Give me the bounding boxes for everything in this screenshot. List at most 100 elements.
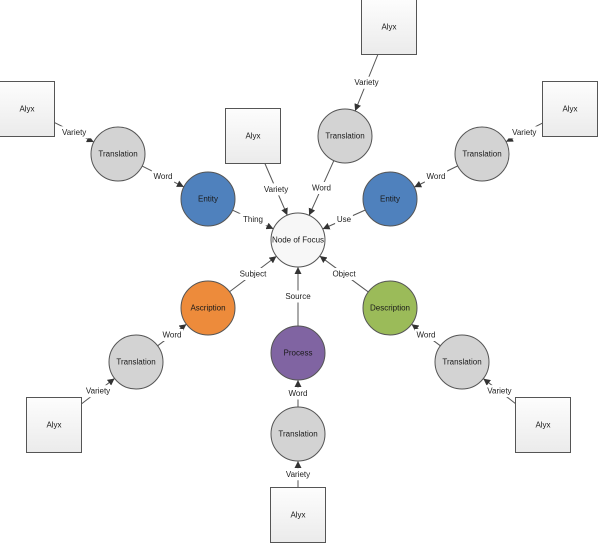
node-label: Alyx: [245, 132, 260, 141]
edge-trans4-entity4: Word: [414, 165, 458, 188]
edge-label: Object: [332, 270, 356, 279]
node-label: Translation: [98, 150, 137, 159]
node-label: Translation: [116, 358, 155, 367]
edges-layer: VarietyWordThingVarietyVarietyWordVariet…: [54, 54, 543, 488]
edge-label-background: [335, 213, 353, 226]
edge-trans6-process: Word: [286, 380, 310, 407]
node-label: Translation: [278, 430, 317, 439]
edge-trans7-description: Word: [411, 323, 441, 347]
node-label: Translation: [442, 358, 481, 367]
node-label: Node of Focus: [272, 236, 324, 245]
edge-label: Word: [289, 389, 308, 398]
edge-label-background: [56, 126, 93, 139]
edge-label: Variety: [354, 78, 378, 87]
edge-label-background: [160, 329, 184, 341]
edge-label: Thing: [243, 215, 263, 224]
edge-entity4-focus: Use: [322, 209, 366, 230]
edge-label: Word: [312, 184, 331, 193]
edge-alyx6-trans6: Variety: [279, 461, 317, 488]
node-label: Process: [284, 349, 313, 358]
node-label: Alyx: [381, 23, 396, 32]
box-shape: [515, 397, 571, 453]
node-of-focus: Node of Focus: [270, 212, 326, 268]
edge-alyx1-trans1: Variety: [54, 122, 95, 143]
circle-shape: [454, 126, 510, 182]
edge-label: Use: [337, 215, 352, 224]
edge-label-background: [481, 385, 518, 398]
circle-shape: [180, 280, 236, 336]
edge-label-background: [424, 170, 448, 183]
edge-alyx4-trans4: Variety: [505, 122, 543, 143]
circle-shape: [362, 280, 418, 336]
edge-entity1-focus: Thing: [232, 209, 274, 230]
node-alyx7: Alyx: [515, 397, 571, 453]
edge-label-background: [151, 170, 175, 183]
box-shape: [270, 487, 326, 543]
node-trans4: Translation: [454, 126, 510, 182]
edge-trans1-entity1: Word: [141, 165, 185, 188]
edge-label-background: [414, 329, 438, 341]
node-label: Ascription: [190, 304, 225, 313]
edge-label: Word: [417, 331, 436, 340]
node-trans3: Translation: [317, 108, 373, 164]
node-trans7: Translation: [434, 334, 490, 390]
node-label: Translation: [325, 132, 364, 141]
edge-label: Variety: [286, 470, 310, 479]
edge-label-background: [279, 468, 317, 481]
edge-label: Variety: [487, 387, 511, 396]
edge-alyx5-trans5: Variety: [79, 378, 117, 405]
node-alyx3: Alyx: [361, 0, 417, 55]
circle-shape: [90, 126, 146, 182]
node-ascription: Ascription: [180, 280, 236, 336]
edge-label-background: [310, 182, 333, 194]
node-alyx2: Alyx: [225, 108, 281, 164]
edge-label-background: [239, 213, 267, 226]
box-shape: [542, 81, 598, 137]
circle-shape: [270, 406, 326, 462]
edge-label: Source: [285, 292, 311, 301]
edge-label: Variety: [62, 128, 86, 137]
box-shape: [26, 397, 82, 453]
node-alyx4: Alyx: [542, 81, 598, 137]
edge-label-background: [234, 268, 272, 280]
edge-label-background: [257, 183, 295, 196]
edge-label: Variety: [512, 128, 536, 137]
node-entity4: Entity: [362, 171, 418, 227]
box-shape: [0, 81, 55, 137]
circle-shape: [180, 171, 236, 227]
edge-label-background: [282, 290, 314, 303]
edge-label: Word: [163, 331, 182, 340]
edge-label-background: [348, 76, 385, 89]
edge-label-background: [328, 268, 360, 280]
node-label: Entity: [198, 195, 218, 204]
edge-label: Variety: [86, 387, 110, 396]
node-trans1: Translation: [90, 126, 146, 182]
circle-shape: [108, 334, 164, 390]
edge-description-focus: Object: [319, 255, 369, 293]
box-shape: [361, 0, 417, 55]
node-trans6: Translation: [270, 406, 326, 462]
edge-alyx3-trans3: Variety: [348, 54, 385, 112]
edge-ascription-focus: Subject: [229, 255, 277, 293]
edge-label: Word: [154, 172, 173, 181]
edge-label-background: [506, 126, 543, 139]
node-entity1: Entity: [180, 171, 236, 227]
node-label: Alyx: [290, 511, 305, 520]
edge-label: Variety: [264, 185, 288, 194]
edge-label-background: [286, 387, 310, 400]
circle-shape: [434, 334, 490, 390]
edge-alyx7-trans7: Variety: [481, 378, 518, 405]
node-label: Alyx: [535, 421, 550, 430]
edge-label: Subject: [240, 270, 267, 279]
edge-label-background: [79, 385, 117, 398]
edge-label: Word: [427, 172, 446, 181]
circle-shape: [317, 108, 373, 164]
node-label: Alyx: [46, 421, 61, 430]
node-alyx6: Alyx: [270, 487, 326, 543]
node-alyx5: Alyx: [26, 397, 82, 453]
edge-alyx2-focus: Variety: [257, 163, 295, 216]
node-label: Alyx: [19, 105, 34, 114]
edge-trans5-ascription: Word: [157, 323, 187, 347]
node-label: Description: [370, 304, 410, 313]
